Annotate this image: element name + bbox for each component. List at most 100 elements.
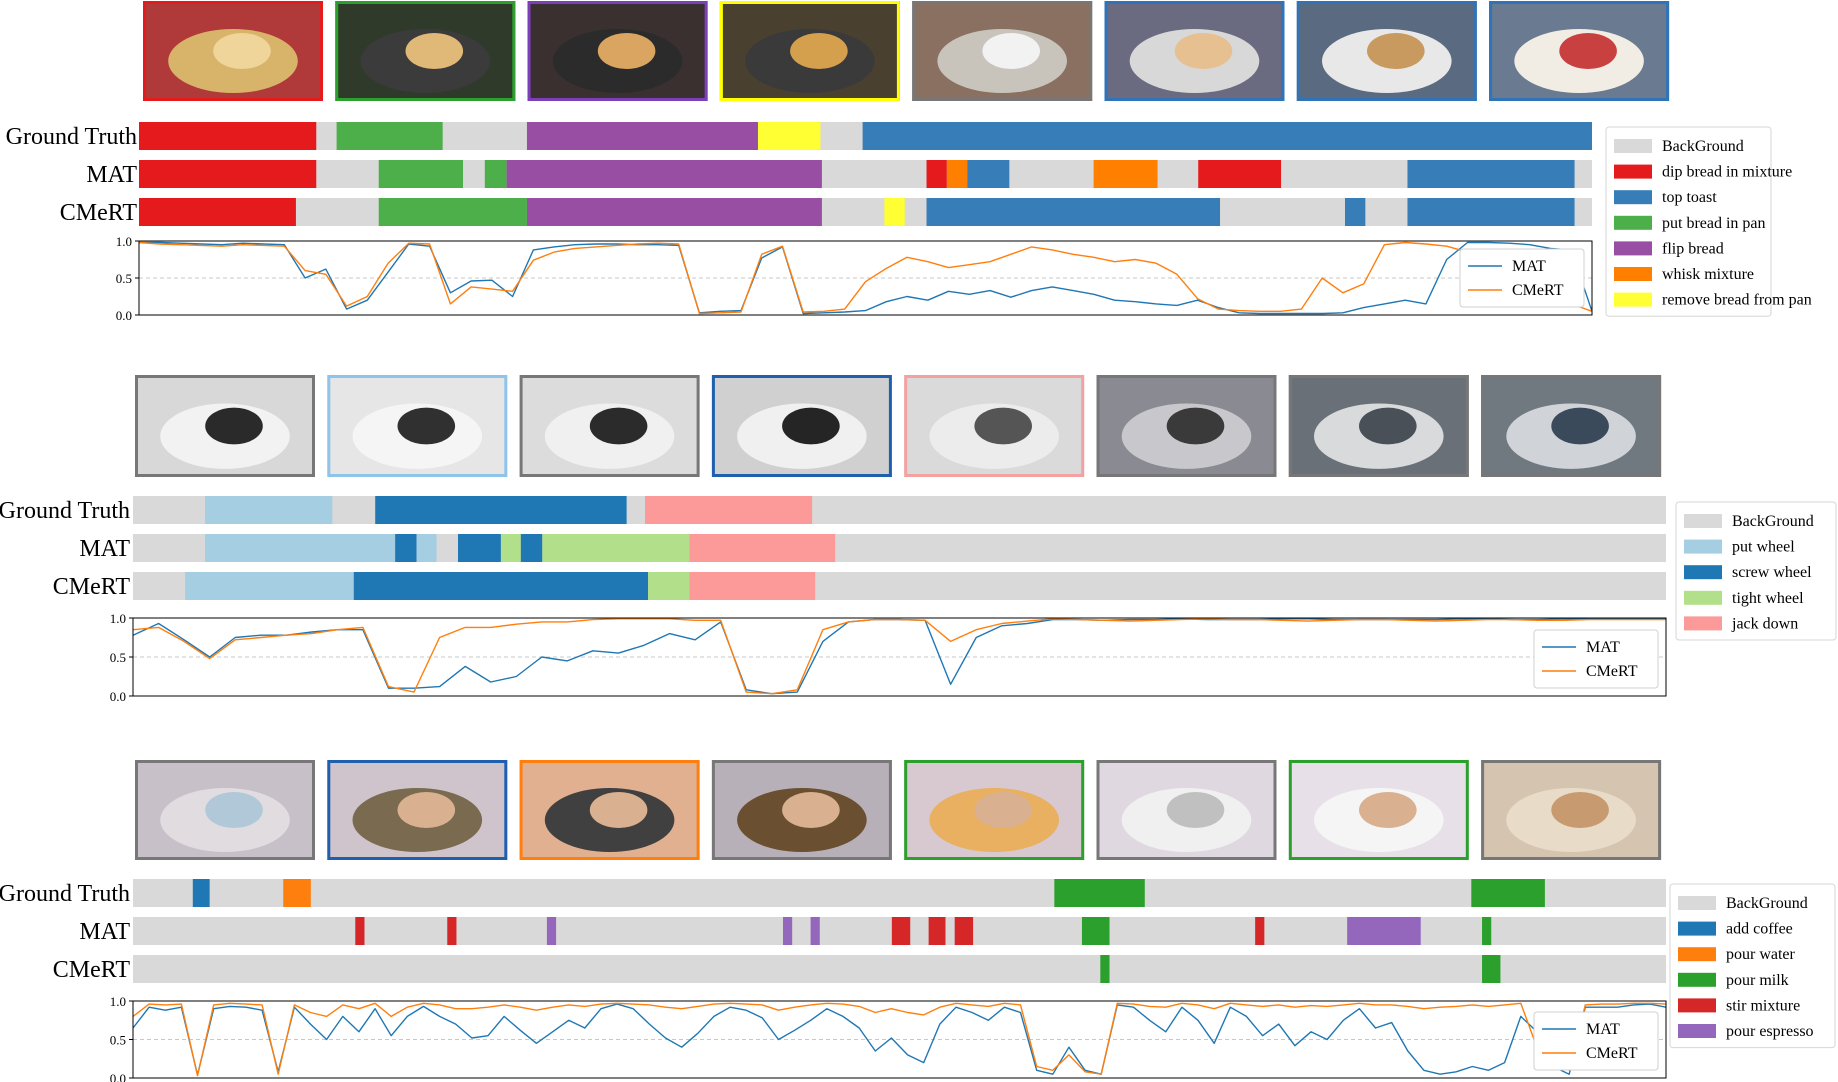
legend-swatch	[1678, 998, 1716, 1013]
video-frame	[135, 760, 315, 860]
frame-border	[1481, 375, 1662, 477]
segment	[484, 160, 507, 188]
series-line	[132, 1002, 1667, 1077]
frame-detail	[1174, 33, 1233, 69]
video-frame	[904, 760, 1085, 860]
segment	[546, 917, 557, 945]
video-frame	[1288, 375, 1469, 477]
segment	[378, 198, 527, 226]
segment	[648, 572, 690, 600]
segment	[926, 198, 1221, 226]
frame-detail	[790, 33, 848, 69]
video-frame	[335, 1, 516, 101]
legend-label: jack down	[1731, 615, 1798, 632]
segment	[336, 122, 443, 150]
legend-label: screw wheel	[1732, 564, 1812, 581]
legend-swatch	[1614, 241, 1652, 256]
series-legend-label: MAT	[1586, 639, 1620, 656]
legend-box	[1675, 501, 1837, 641]
segment	[884, 198, 905, 226]
legend-swatch	[1678, 921, 1716, 936]
frame-border	[335, 1, 516, 101]
series-line	[132, 618, 1666, 695]
y-tick-label: 0.0	[116, 308, 132, 323]
legend-label: pour water	[1726, 946, 1796, 963]
segment	[395, 534, 417, 562]
frame-detail	[205, 792, 263, 828]
video-frame	[143, 1, 323, 101]
segment	[526, 122, 758, 150]
row-label: CMeRT	[60, 200, 138, 226]
segment	[447, 917, 457, 945]
segment	[506, 160, 822, 188]
segment	[205, 534, 396, 562]
legend-label: BackGround	[1726, 895, 1808, 912]
video-frame	[711, 375, 892, 477]
frame-detail	[1367, 33, 1425, 69]
series-legend-label: CMeRT	[1512, 282, 1564, 299]
legend-swatch	[1678, 896, 1716, 910]
segment	[689, 534, 836, 562]
frame-border	[711, 760, 892, 860]
frame-detail	[589, 792, 648, 828]
frame-border	[135, 760, 315, 860]
frame-detail	[213, 33, 271, 69]
row-label: CMeRT	[53, 957, 131, 983]
legend-swatch	[1614, 267, 1652, 281]
segment	[139, 160, 317, 188]
y-tick-label: 0.5	[110, 650, 126, 665]
frame-detail	[982, 33, 1040, 69]
legend-label: add coffee	[1726, 921, 1793, 938]
frame-detail	[589, 407, 648, 445]
segment	[1100, 955, 1110, 983]
legend-label: stir mixture	[1726, 997, 1800, 1014]
segment	[645, 496, 813, 524]
segment-background	[133, 879, 1666, 907]
frame-border	[327, 760, 508, 860]
frame-border	[1096, 375, 1277, 477]
segment	[1482, 955, 1501, 983]
legend-swatch	[1614, 164, 1652, 179]
segment	[283, 879, 311, 907]
video-frame	[1481, 375, 1662, 477]
segment	[810, 917, 820, 945]
legend-swatch	[1684, 590, 1722, 605]
frame-detail	[782, 792, 840, 828]
segment	[782, 917, 793, 945]
frame-border	[1288, 760, 1469, 860]
frame-detail	[782, 407, 840, 445]
frame-border	[1096, 760, 1277, 860]
frame-border	[519, 375, 700, 477]
legend-label: flip bread	[1662, 240, 1724, 257]
segment	[1482, 917, 1492, 945]
segment	[926, 160, 947, 188]
frame-detail	[974, 792, 1032, 828]
segment	[139, 122, 317, 150]
legend-swatch	[1678, 1024, 1716, 1038]
row-label: MAT	[86, 162, 137, 188]
video-frame	[527, 1, 708, 101]
video-frame	[1481, 760, 1662, 860]
segment	[1054, 879, 1145, 907]
y-tick-label: 1.0	[110, 611, 126, 626]
frame-detail	[1559, 33, 1617, 69]
segment	[1255, 917, 1265, 945]
series-legend-label: CMeRT	[1586, 663, 1638, 680]
frame-border	[1288, 375, 1469, 477]
legend-label: put wheel	[1732, 539, 1795, 556]
y-tick-label: 0.0	[110, 1071, 126, 1082]
segment	[353, 572, 649, 600]
row-label: CMeRT	[53, 574, 131, 600]
legend-swatch	[1614, 190, 1652, 205]
legend-swatch	[1684, 514, 1722, 528]
plot-frame	[138, 240, 1593, 316]
frame-border	[719, 1, 900, 101]
video-frame	[719, 1, 900, 101]
segment	[416, 534, 437, 562]
frame-border	[904, 375, 1085, 477]
segment	[1081, 917, 1110, 945]
